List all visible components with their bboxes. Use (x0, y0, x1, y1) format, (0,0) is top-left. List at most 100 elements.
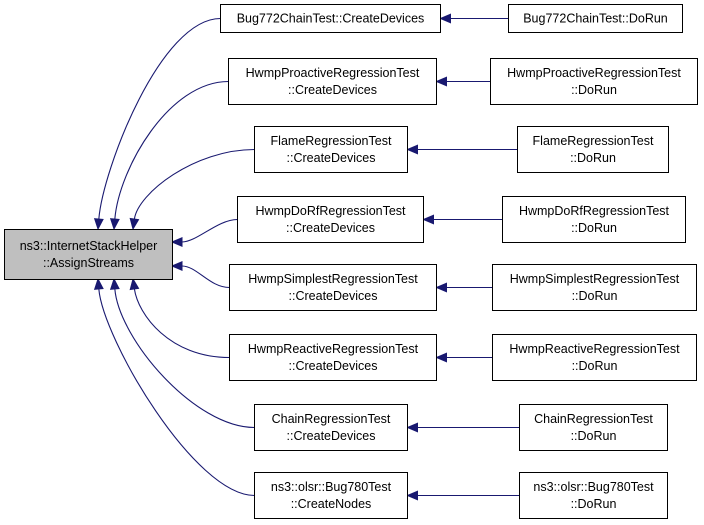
node-caller-2[interactable]: HwmpProactiveRegressionTest::CreateDevic… (228, 58, 437, 105)
arrowhead (435, 76, 447, 87)
node-dorun-5-label-2: ::DoRun (572, 289, 618, 303)
node-caller-3-box (254, 126, 408, 173)
node-dorun-7-label-2: ::DoRun (571, 429, 617, 443)
edge-dorun-to-create-5 (435, 282, 493, 293)
node-caller-5-label-1: HwmpSimplestRegressionTest (248, 272, 418, 286)
arrowhead (406, 144, 418, 155)
node-dorun-8[interactable]: ns3::olsr::Bug780Test::DoRun (519, 472, 668, 519)
edge-dorun-to-create-1 (439, 13, 509, 24)
node-dorun-6-label-1: HwmpReactiveRegressionTest (509, 342, 680, 356)
node-dorun-7-label-1: ChainRegressionTest (534, 412, 653, 426)
edge-dorun-to-create-2 (435, 76, 491, 87)
node-caller-3[interactable]: FlameRegressionTest::CreateDevices (254, 126, 408, 173)
edge-line (181, 218, 238, 243)
edge-line (133, 148, 255, 220)
arrowhead (170, 237, 183, 247)
node-caller-6-box (229, 334, 437, 381)
node-assignstreams-label-2: ::AssignStreams (43, 256, 134, 270)
arrowhead (439, 13, 451, 24)
edge-dorun-to-create-8 (406, 490, 520, 501)
node-dorun-2-label-1: HwmpProactiveRegressionTest (507, 66, 681, 80)
edge-create-to-assignstreams-8 (93, 277, 255, 497)
node-dorun-1[interactable]: Bug772ChainTest::DoRun (508, 4, 683, 33)
node-dorun-8-label-1: ns3::olsr::Bug780Test (533, 480, 654, 494)
node-caller-6-label-1: HwmpReactiveRegressionTest (248, 342, 419, 356)
edge-line (181, 265, 230, 289)
node-caller-5-label-2: ::CreateDevices (289, 289, 378, 303)
arrowhead (406, 422, 418, 433)
node-dorun-8-box (519, 472, 668, 519)
node-caller-1[interactable]: Bug772ChainTest::CreateDevices (220, 4, 441, 33)
node-caller-7[interactable]: ChainRegressionTest::CreateDevices (254, 404, 408, 451)
node-dorun-3-label-2: ::DoRun (570, 151, 616, 165)
edge-dorun-to-create-4 (422, 214, 503, 225)
node-assignstreams-label-1: ns3::InternetStackHelper (20, 239, 158, 253)
node-dorun-5[interactable]: HwmpSimplestRegressionTest::DoRun (492, 264, 697, 311)
node-caller-7-label-1: ChainRegressionTest (272, 412, 391, 426)
node-assignstreams: ns3::InternetStackHelper::AssignStreams (4, 229, 173, 280)
edges-layer (93, 13, 520, 501)
edge-create-to-assignstreams-3 (129, 148, 255, 231)
node-dorun-5-box (492, 264, 697, 311)
arrowhead (435, 282, 447, 293)
edge-create-to-assignstreams-4 (170, 218, 238, 247)
node-dorun-8-label-2: ::DoRun (571, 497, 617, 511)
arrowhead (435, 352, 447, 363)
node-caller-4-label-1: HwmpDoRfRegressionTest (255, 204, 406, 218)
node-dorun-2-label-2: ::DoRun (571, 83, 617, 97)
arrowhead (109, 277, 120, 290)
node-caller-8-box (254, 472, 408, 519)
edge-create-to-assignstreams-1 (93, 17, 221, 231)
edge-line (114, 80, 229, 220)
edge-create-to-assignstreams-6 (129, 277, 230, 359)
arrowhead (406, 490, 418, 501)
nodes-layer: ns3::InternetStackHelper::AssignStreams B… (4, 4, 698, 519)
node-caller-8[interactable]: ns3::olsr::Bug780Test::CreateNodes (254, 472, 408, 519)
node-dorun-4-label-2: ::DoRun (571, 221, 617, 235)
arrowhead (422, 214, 434, 225)
node-dorun-3[interactable]: FlameRegressionTest::DoRun (517, 126, 669, 173)
node-dorun-6[interactable]: HwmpReactiveRegressionTest::DoRun (492, 334, 697, 381)
edge-line (98, 288, 255, 497)
arrowhead (93, 277, 104, 290)
node-caller-6[interactable]: HwmpReactiveRegressionTest::CreateDevice… (229, 334, 437, 381)
node-caller-4[interactable]: HwmpDoRfRegressionTest::CreateDevices (237, 196, 424, 243)
edge-line (114, 288, 255, 429)
node-dorun-3-label-1: FlameRegressionTest (533, 134, 654, 148)
node-dorun-6-label-2: ::DoRun (572, 359, 618, 373)
node-dorun-7[interactable]: ChainRegressionTest::DoRun (519, 404, 668, 451)
node-caller-2-label-1: HwmpProactiveRegressionTest (246, 66, 420, 80)
node-dorun-2[interactable]: HwmpProactiveRegressionTest::DoRun (490, 58, 698, 105)
arrowhead (129, 277, 140, 291)
node-caller-5-box (229, 264, 437, 311)
node-assignstreams-box (4, 229, 173, 280)
node-dorun-5-label-1: HwmpSimplestRegressionTest (510, 272, 680, 286)
node-caller-1-box (220, 4, 441, 33)
edge-line (133, 288, 230, 359)
node-caller-5[interactable]: HwmpSimplestRegressionTest::CreateDevice… (229, 264, 437, 311)
node-dorun-6-box (492, 334, 697, 381)
node-caller-1-label-1: Bug772ChainTest::CreateDevices (237, 12, 425, 26)
node-caller-4-box (237, 196, 424, 243)
arrowhead (109, 218, 120, 231)
arrowhead (129, 217, 140, 231)
edge-dorun-to-create-3 (406, 144, 518, 155)
arrowhead (170, 261, 183, 271)
node-dorun-1-box (508, 4, 683, 33)
node-caller-7-label-2: ::CreateDevices (287, 429, 376, 443)
node-caller-8-label-1: ns3::olsr::Bug780Test (271, 480, 392, 494)
node-dorun-4-box (502, 196, 686, 243)
arrowhead (93, 218, 104, 231)
edge-create-to-assignstreams-7 (109, 277, 255, 429)
node-caller-2-label-2: ::CreateDevices (288, 83, 377, 97)
node-caller-3-label-1: FlameRegressionTest (271, 134, 392, 148)
node-dorun-4-label-1: HwmpDoRfRegressionTest (519, 204, 670, 218)
edge-line (98, 17, 221, 220)
node-caller-8-label-2: ::CreateNodes (291, 497, 372, 511)
node-dorun-4[interactable]: HwmpDoRfRegressionTest::DoRun (502, 196, 686, 243)
node-caller-6-label-2: ::CreateDevices (289, 359, 378, 373)
edge-create-to-assignstreams-2 (109, 80, 229, 231)
edge-dorun-to-create-7 (406, 422, 520, 433)
edge-create-to-assignstreams-5 (170, 261, 230, 289)
